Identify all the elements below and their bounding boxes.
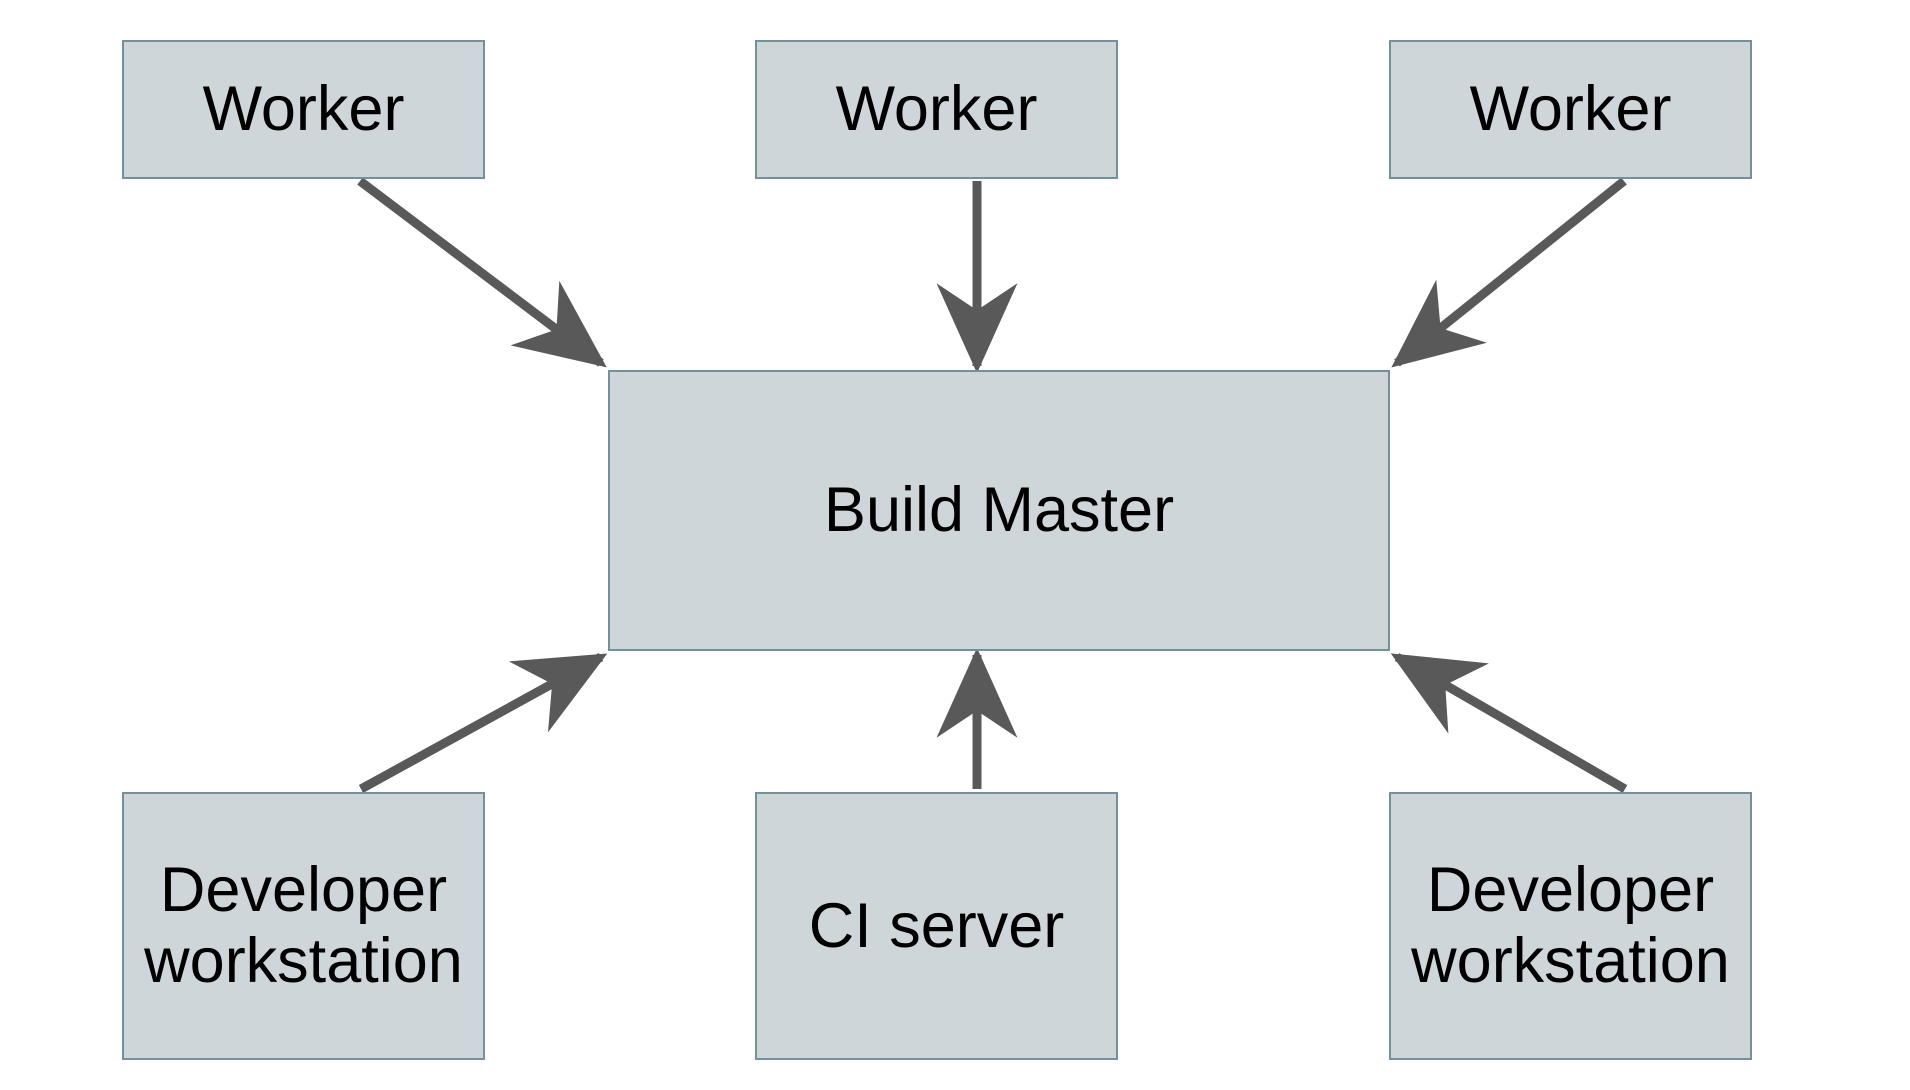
node-worker-2[interactable]: Worker — [755, 40, 1118, 179]
node-ci-server-label: CI server — [808, 890, 1065, 961]
node-ci-server[interactable]: CI server — [755, 792, 1118, 1060]
node-developer-workstation-right-label: Developer workstation — [1411, 855, 1730, 996]
node-worker-2-label: Worker — [835, 74, 1038, 145]
node-worker-3[interactable]: Worker — [1389, 40, 1752, 179]
node-developer-workstation-right[interactable]: Developer workstation — [1389, 792, 1752, 1060]
edge-worker-1-to-build-master — [357, 177, 607, 368]
node-build-master-label: Build Master — [823, 475, 1175, 546]
node-build-master[interactable]: Build Master — [608, 370, 1390, 651]
node-developer-workstation-left-label: Developer workstation — [144, 855, 463, 996]
node-developer-workstation-left[interactable]: Developer workstation — [122, 792, 485, 1060]
node-worker-1-label: Worker — [202, 74, 405, 145]
edge-dev-ws-1-to-build-master — [358, 653, 608, 793]
edge-worker-3-to-build-master — [1391, 177, 1627, 368]
edge-dev-ws-2-to-build-master — [1390, 653, 1628, 793]
node-worker-1[interactable]: Worker — [122, 40, 485, 179]
node-worker-3-label: Worker — [1469, 74, 1672, 145]
